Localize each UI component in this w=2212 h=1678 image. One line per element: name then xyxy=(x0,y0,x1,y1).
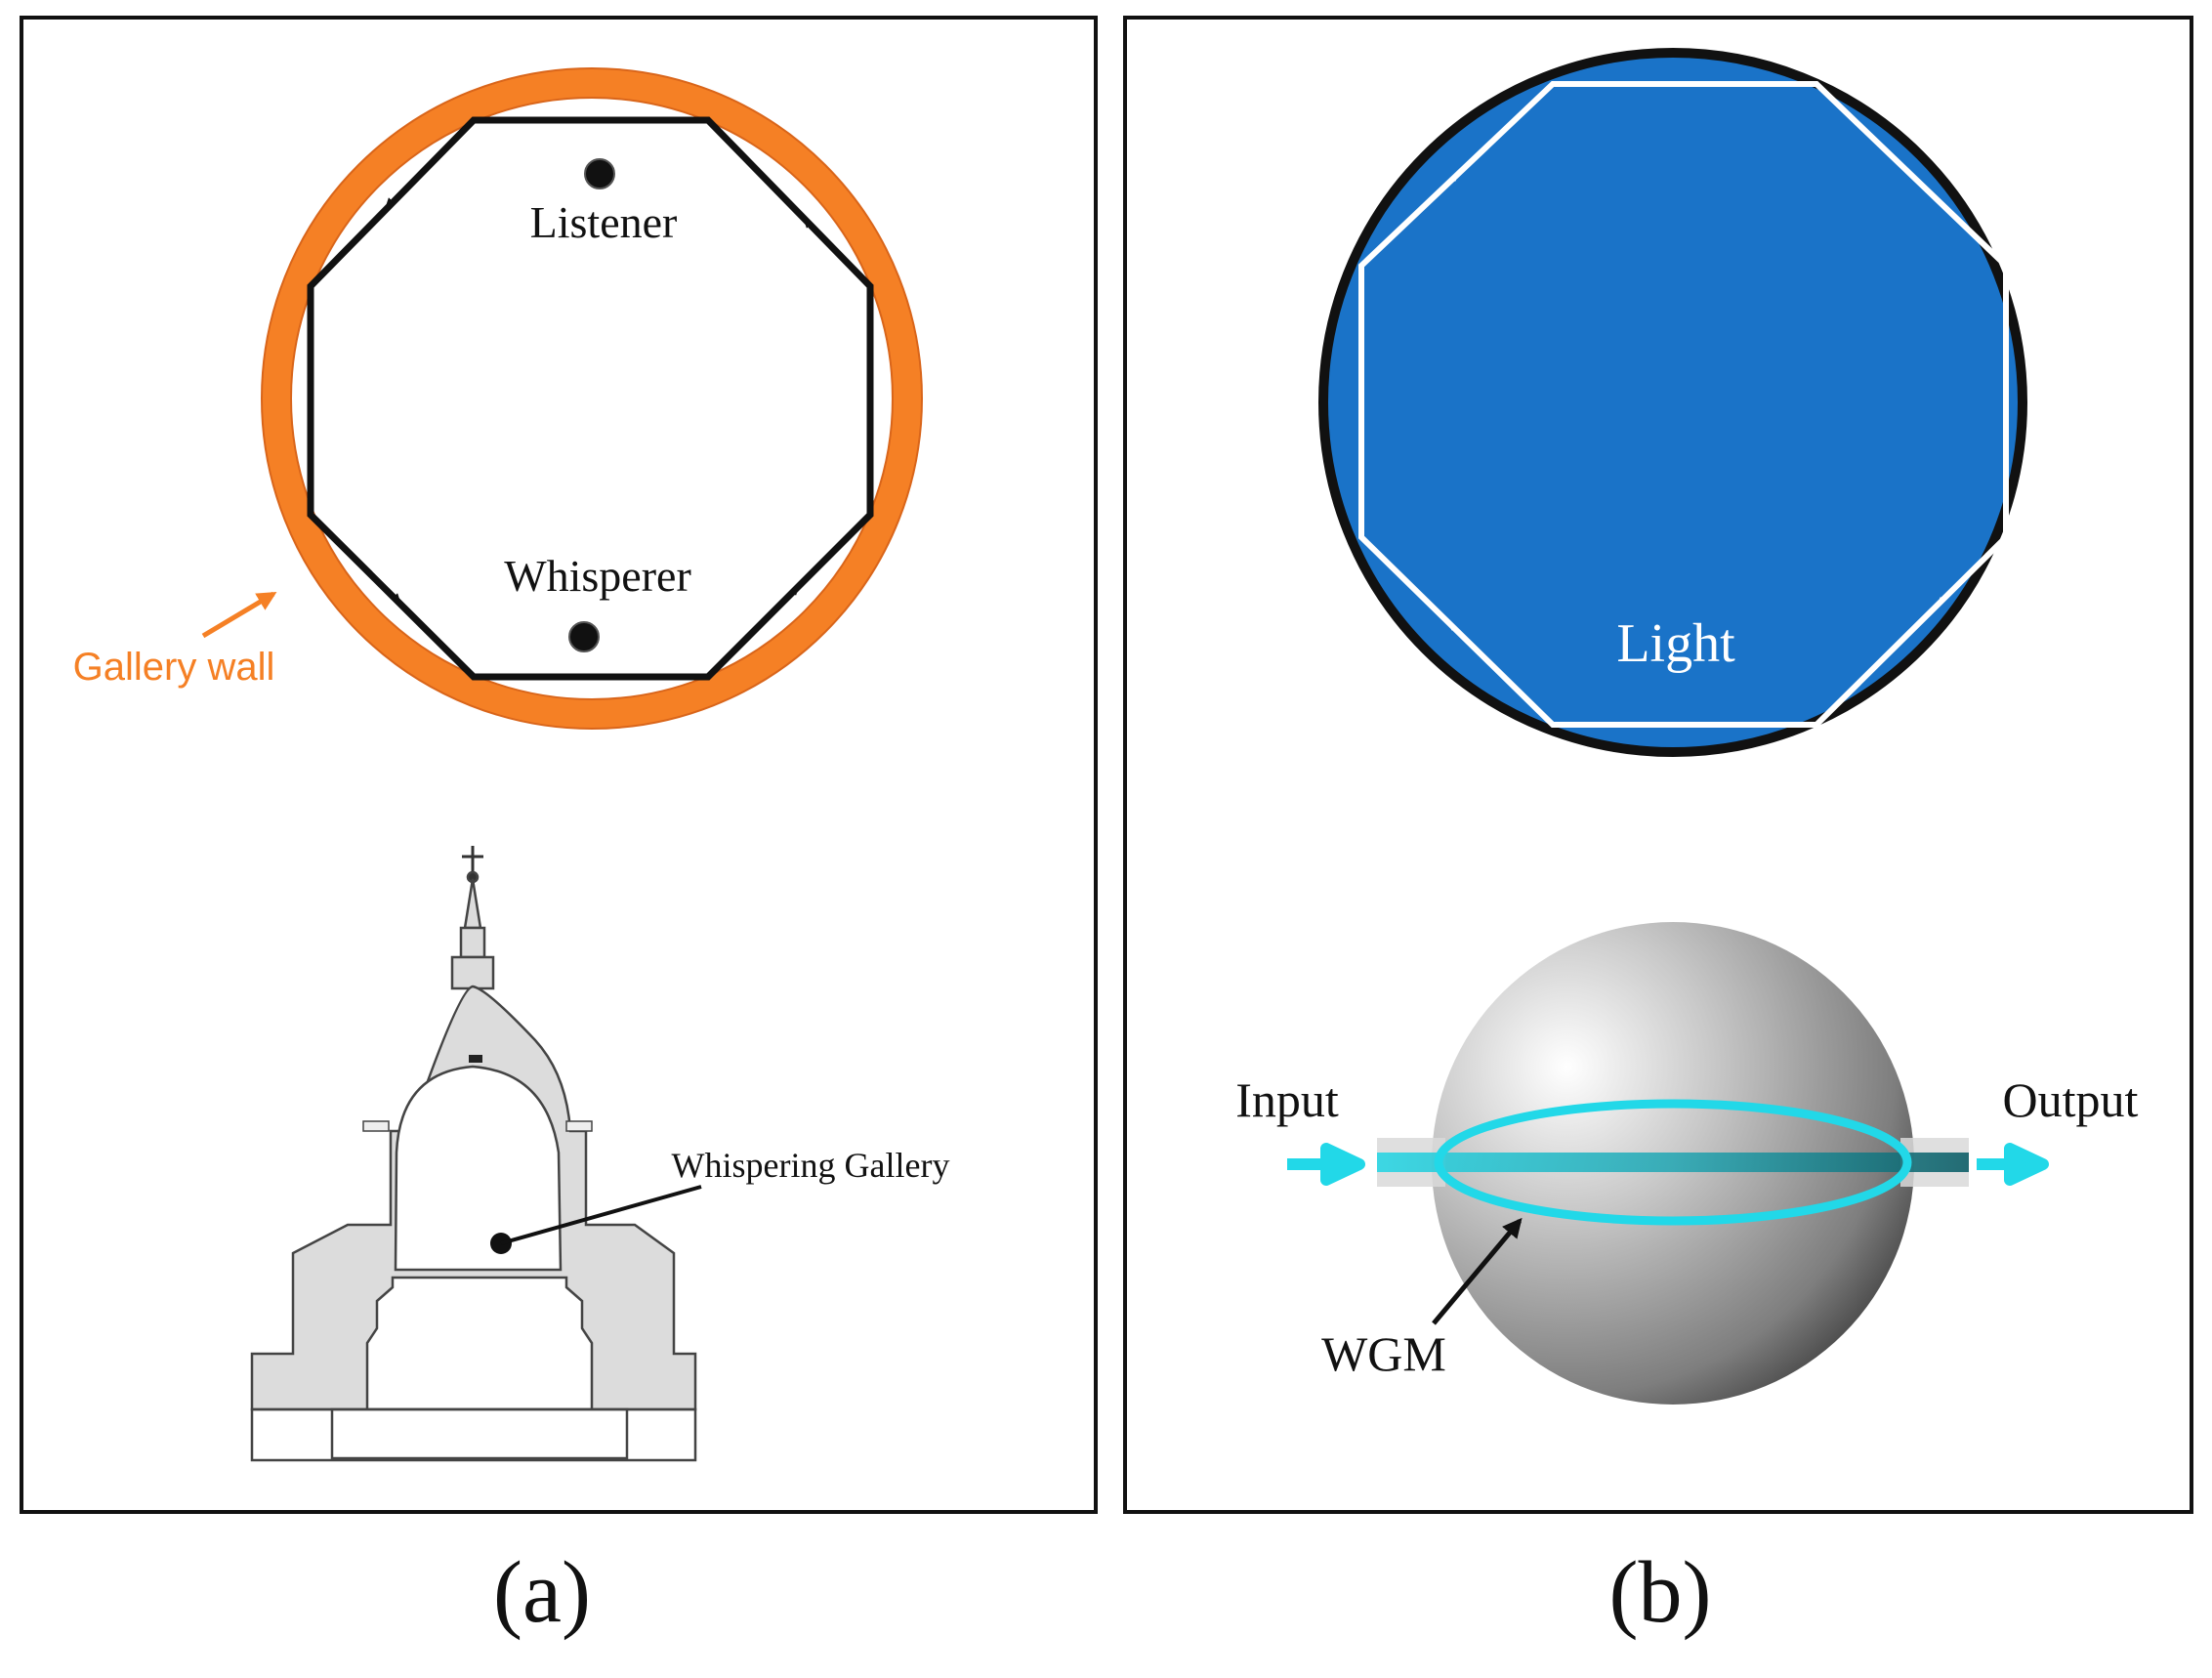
listener-dot xyxy=(584,158,615,189)
wgm-ring xyxy=(1434,1099,1912,1226)
light-path-octagon xyxy=(1358,81,2009,728)
wgm-pointer xyxy=(1432,1217,1523,1325)
gallery-wall-label: Gallery wall xyxy=(73,646,275,689)
input-arrow xyxy=(1287,1143,1365,1186)
caption-a: (a) xyxy=(493,1544,591,1641)
resonator-disk xyxy=(1318,48,2027,757)
gallery-floor xyxy=(290,97,894,700)
wgm-label: WGM xyxy=(1321,1326,1446,1381)
input-label: Input xyxy=(1235,1072,1339,1127)
gallery-wall-pointer xyxy=(201,591,277,639)
output-label: Output xyxy=(2003,1072,2139,1127)
whispering-gallery-label: Whispering Gallery xyxy=(672,1146,950,1185)
output-arrow xyxy=(1977,1143,2049,1186)
caption-b: (b) xyxy=(1609,1544,1712,1641)
whispering-gallery-pointer xyxy=(500,1185,702,1245)
sound-path-octagon xyxy=(307,116,874,681)
listener-label: Listener xyxy=(530,197,678,247)
whisperer-dot xyxy=(568,621,600,652)
light-label: Light xyxy=(1616,613,1735,674)
waveguide-beam xyxy=(1377,1153,1969,1172)
cathedral-section xyxy=(250,846,697,1462)
whisperer-label: Whisperer xyxy=(504,551,691,601)
